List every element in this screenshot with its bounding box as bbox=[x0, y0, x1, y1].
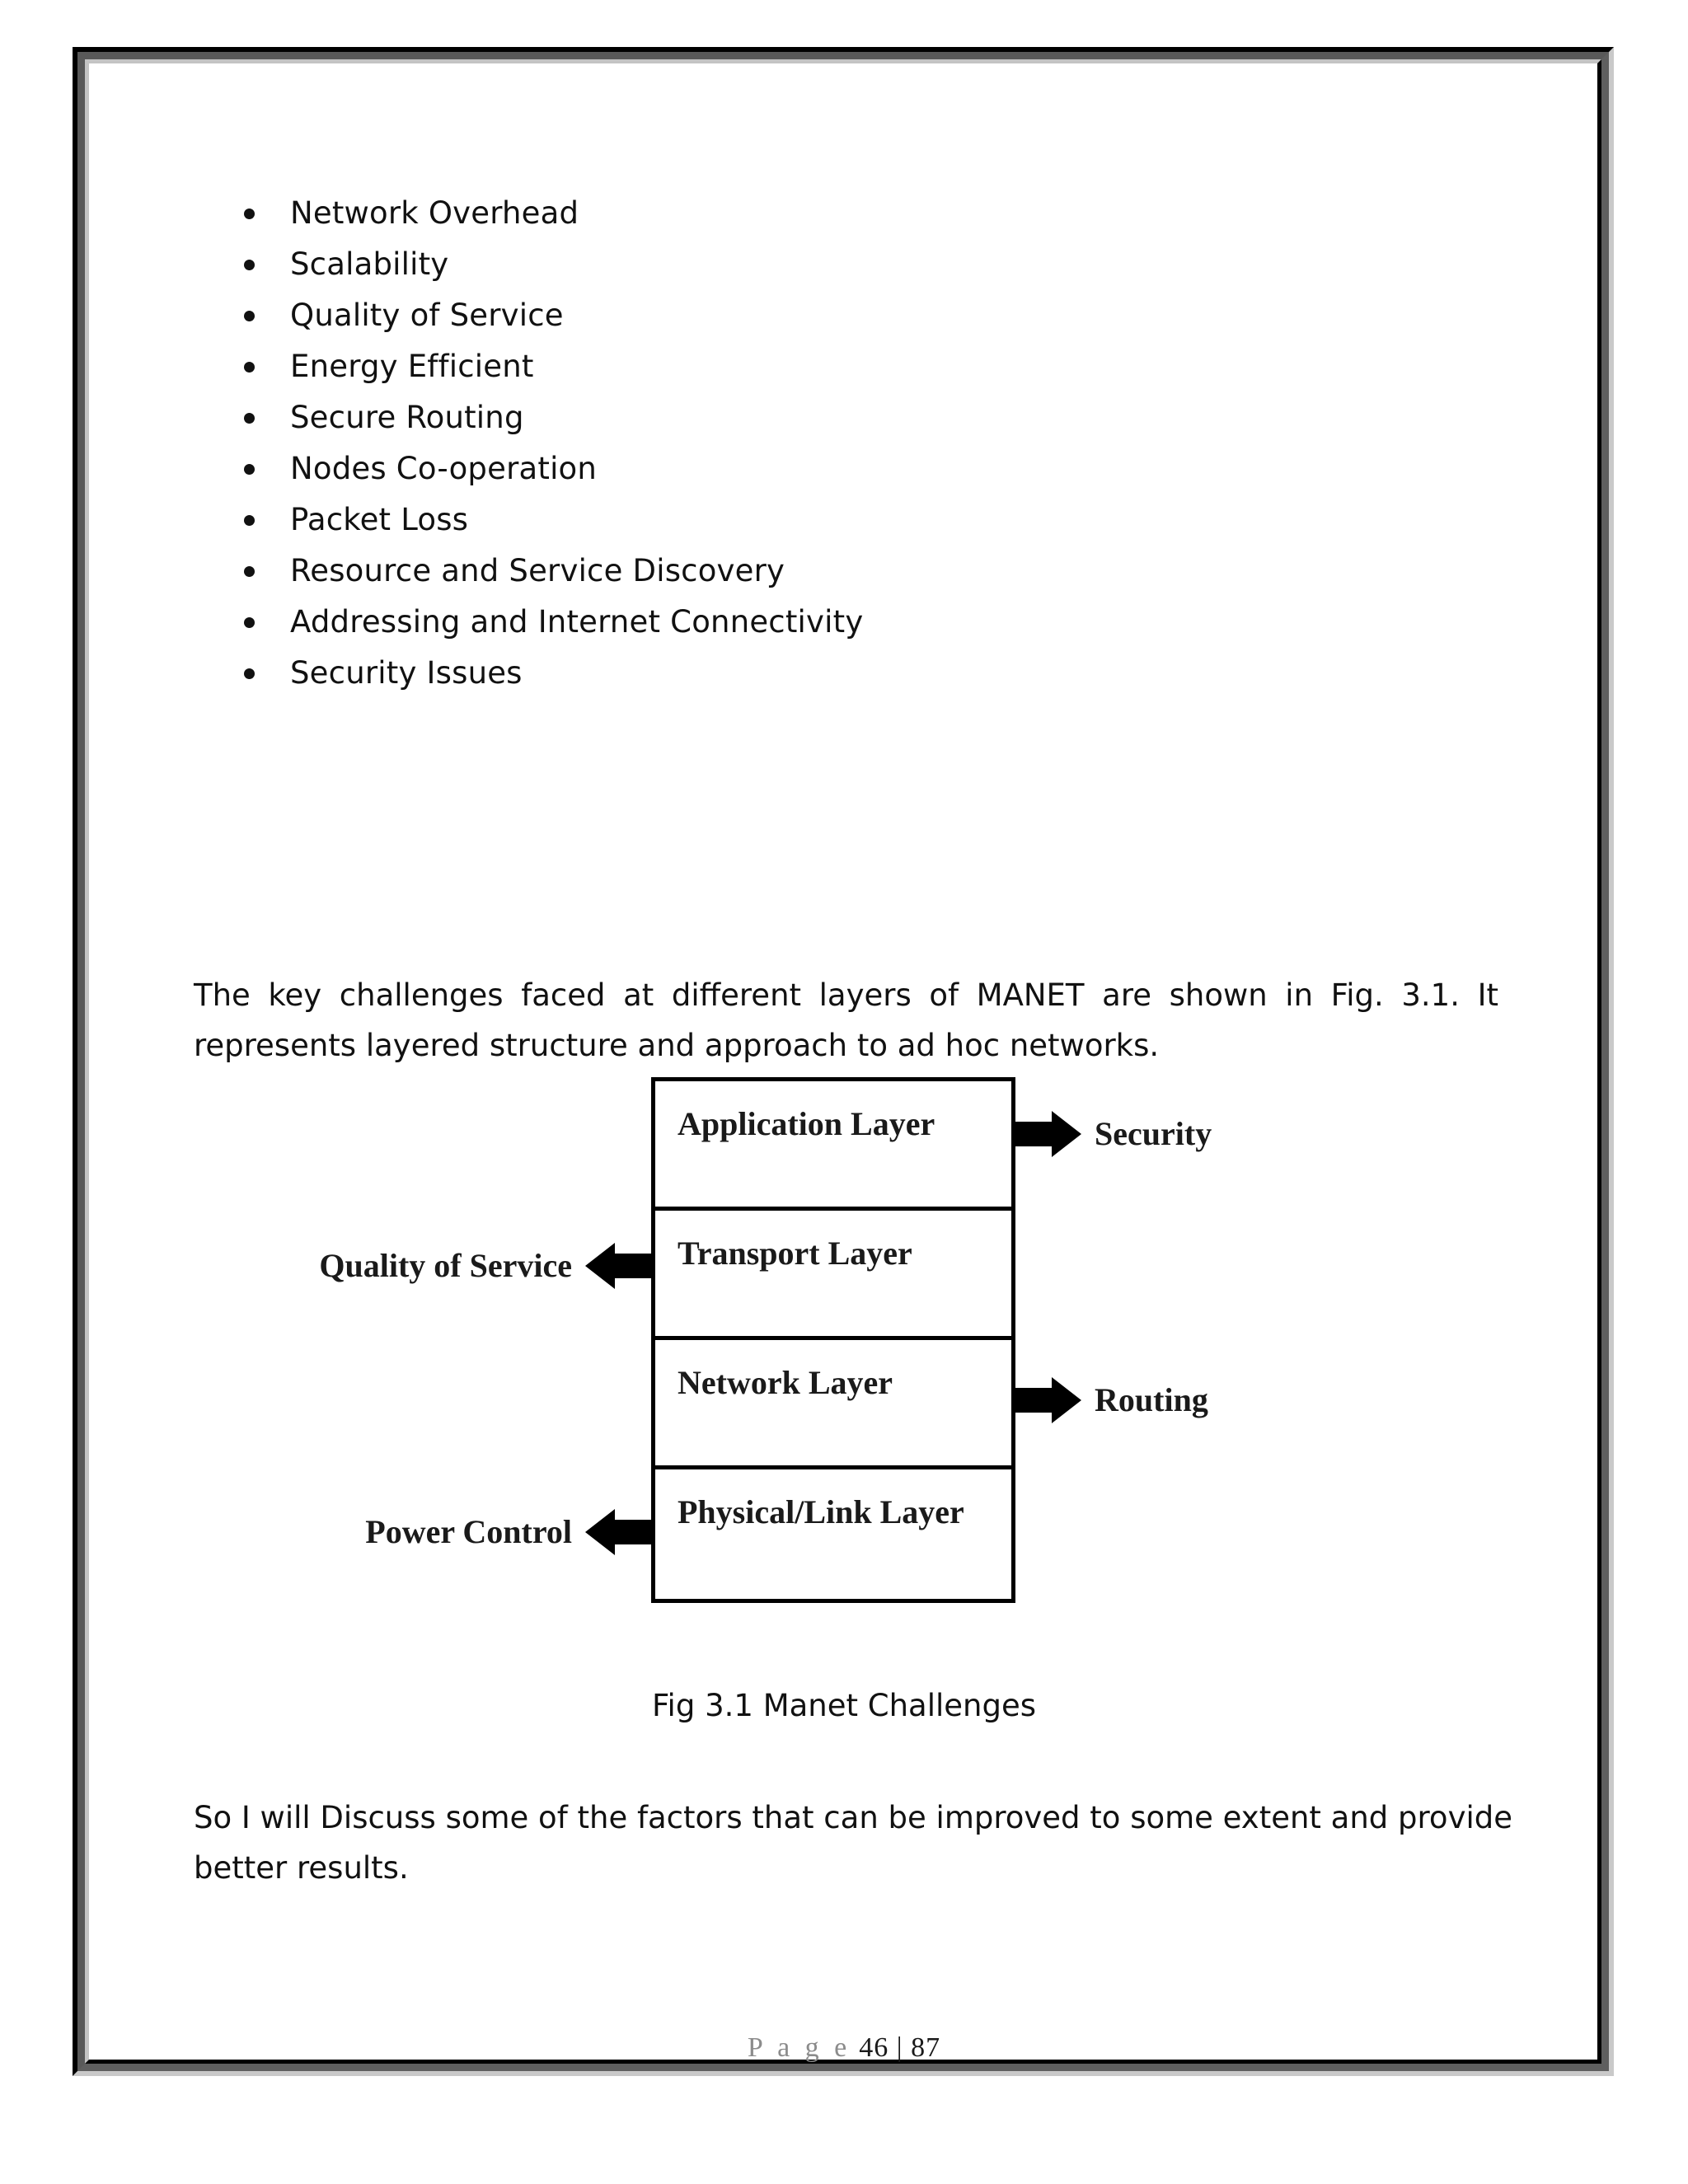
list-item-label: Addressing and Internet Connectivity bbox=[290, 604, 864, 640]
bullet-dot-icon bbox=[244, 515, 255, 526]
layer-cell-application: Application Layer bbox=[655, 1081, 1011, 1211]
arrow-left-icon bbox=[585, 1242, 651, 1289]
list-item-label: Nodes Co-operation bbox=[290, 451, 598, 486]
list-item-label: Resource and Service Discovery bbox=[290, 553, 785, 588]
page-footer: P a g e 46 | 87 bbox=[0, 2032, 1688, 2064]
layer-label-network: Network Layer bbox=[678, 1364, 893, 1401]
annotation-label-power-control: Power Control bbox=[365, 1513, 572, 1550]
bullet-dot-icon bbox=[244, 362, 255, 373]
annotation-label-security: Security bbox=[1095, 1115, 1212, 1152]
page-border-inner bbox=[85, 59, 1601, 2064]
list-item-label: Energy Efficient bbox=[290, 349, 534, 384]
list-item: Addressing and Internet Connectivity bbox=[236, 597, 1142, 648]
layer-label-transport: Transport Layer bbox=[678, 1235, 912, 1272]
layer-cell-transport: Transport Layer bbox=[655, 1211, 1011, 1340]
list-item: Resource and Service Discovery bbox=[236, 546, 1142, 597]
page-footer-numbers: 46 | 87 bbox=[859, 2032, 941, 2063]
layer-label-application: Application Layer bbox=[678, 1105, 935, 1142]
page-border-middle bbox=[77, 52, 1609, 2071]
layer-cell-network: Network Layer bbox=[655, 1340, 1011, 1469]
layer-cell-physical-link: Physical/Link Layer bbox=[655, 1469, 1011, 1599]
list-item-label: Security Issues bbox=[290, 655, 523, 691]
figure-caption: Fig 3.1 Manet Challenges bbox=[651, 1688, 1037, 1723]
bullet-dot-icon bbox=[244, 617, 255, 628]
bullet-dot-icon bbox=[244, 260, 255, 270]
intro-paragraph: The key challenges faced at different la… bbox=[194, 977, 1498, 1063]
list-item-label: Secure Routing bbox=[290, 400, 524, 435]
arrow-right-icon bbox=[1015, 1376, 1081, 1423]
manet-layer-diagram: Application Layer Transport Layer Networ… bbox=[319, 1063, 1360, 1624]
bullet-dot-icon bbox=[244, 413, 255, 424]
bullet-dot-icon bbox=[244, 668, 255, 679]
annotation-security: Security bbox=[1015, 1110, 1212, 1157]
list-item: Secure Routing bbox=[236, 392, 1142, 443]
arrow-right-icon bbox=[1015, 1110, 1081, 1157]
page-footer-word: P a g e bbox=[747, 2032, 851, 2063]
list-item: Packet Loss bbox=[236, 494, 1142, 546]
list-item-label: Network Overhead bbox=[290, 195, 579, 231]
annotation-routing: Routing bbox=[1015, 1376, 1208, 1423]
bullet-dot-icon bbox=[244, 311, 255, 321]
list-item: Scalability bbox=[236, 239, 1142, 290]
layer-stack: Application Layer Transport Layer Networ… bbox=[651, 1077, 1015, 1603]
list-item-label: Quality of Service bbox=[290, 298, 564, 333]
closing-paragraph: So I will Discuss some of the factors th… bbox=[194, 1800, 1512, 1886]
challenges-bullet-list: Network Overhead Scalability Quality of … bbox=[236, 188, 1142, 699]
annotation-label-quality-of-service: Quality of Service bbox=[319, 1247, 572, 1284]
list-item: Nodes Co-operation bbox=[236, 443, 1142, 494]
list-item: Energy Efficient bbox=[236, 341, 1142, 392]
list-item: Security Issues bbox=[236, 648, 1142, 699]
list-item: Network Overhead bbox=[236, 188, 1142, 239]
page-border-frame bbox=[73, 47, 1614, 2076]
layer-label-physical-link: Physical/Link Layer bbox=[678, 1493, 964, 1530]
bullet-dot-icon bbox=[244, 464, 255, 475]
bullet-dot-icon bbox=[244, 566, 255, 577]
annotation-label-routing: Routing bbox=[1095, 1381, 1208, 1418]
arrow-left-icon bbox=[585, 1508, 651, 1555]
annotation-quality-of-service: Quality of Service bbox=[319, 1242, 651, 1289]
list-item-label: Packet Loss bbox=[290, 502, 469, 537]
list-item-label: Scalability bbox=[290, 246, 449, 282]
list-item: Quality of Service bbox=[236, 290, 1142, 341]
annotation-power-control: Power Control bbox=[330, 1508, 651, 1555]
bullet-dot-icon bbox=[244, 209, 255, 219]
